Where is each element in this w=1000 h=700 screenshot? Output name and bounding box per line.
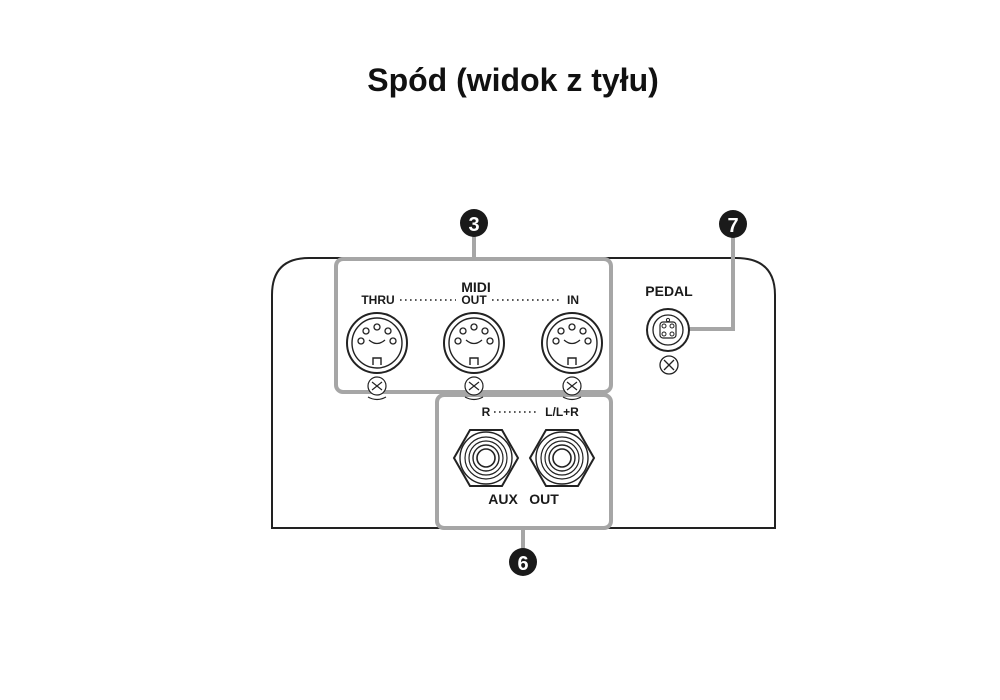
aux-out-r-jack [452,429,520,487]
midi-in-connector [541,312,603,374]
midi-in-screw-icon [562,376,582,401]
aux-left-label: L/L+R [545,405,579,419]
callout-7: 7 [719,210,747,238]
midi-out-screw-icon [464,376,484,401]
panel-outline [271,257,776,529]
midi-thru-connector [346,312,408,374]
midi-thru-screw-icon [367,376,387,401]
pedal-label: PEDAL [645,283,693,299]
midi-out-connector [443,312,505,374]
aux-out-l-jack [528,429,596,487]
callout-6: 6 [509,548,537,576]
midi-thru-label: THRU [361,293,394,307]
callout-3: 3 [460,209,488,237]
aux-label: AUX [488,491,518,507]
midi-out-label: OUT [461,293,487,307]
midi-in-label: IN [567,293,579,307]
aux-out-label: OUT [529,491,559,507]
svg-text:3: 3 [468,214,479,236]
midi-heading: MIDI [461,279,491,295]
svg-text:6: 6 [517,553,528,575]
pedal-connector [646,308,690,352]
svg-text:7: 7 [727,215,738,237]
page-title: Spód (widok z tyłu) [367,62,659,98]
callout-7-leader [688,237,735,331]
pedal-screw-icon [659,355,679,375]
aux-right-label: R [482,405,491,419]
